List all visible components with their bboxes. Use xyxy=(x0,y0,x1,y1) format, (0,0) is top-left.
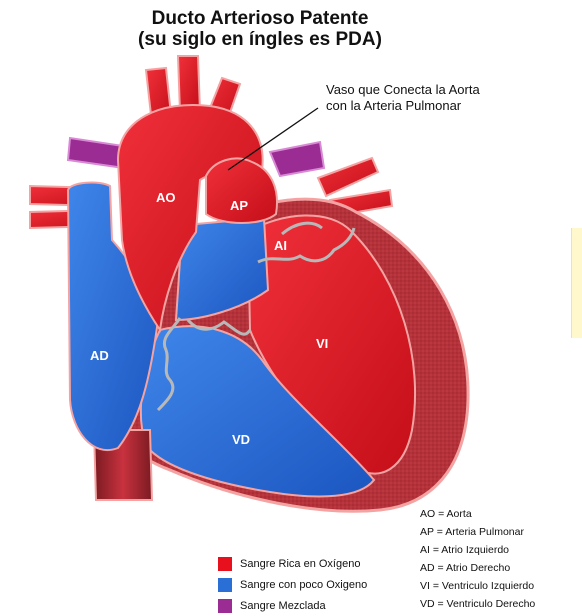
abbr-ao: AO = Aorta xyxy=(420,508,472,520)
label-ap: AP xyxy=(230,198,248,213)
legend-item-mixed: Sangre Mezclada xyxy=(218,595,367,616)
callout-pointer xyxy=(227,107,319,171)
legend-swatch-oxygen-poor xyxy=(218,577,232,592)
legend-swatch-oxygen-rich xyxy=(218,556,232,571)
label-ai: AI xyxy=(274,238,287,253)
color-legend: Sangre Rica en Oxígeno Sangre con poco O… xyxy=(218,553,367,616)
pulmonary-trunk xyxy=(174,216,270,322)
abbr-ap: AP = Arteria Pulmonar xyxy=(420,526,524,538)
legend-item-oxygen-poor: Sangre con poco Oxigeno xyxy=(218,574,367,595)
title-line-1: Ducto Arterioso Patente xyxy=(151,8,369,29)
callout-text: Vaso que Conecta la Aorta con la Arteria… xyxy=(326,82,480,114)
legend-label-oxygen-poor: Sangre con poco Oxigeno xyxy=(240,578,368,591)
legend-label-mixed: Sangre Mezclada xyxy=(240,599,326,612)
abbreviation-key: AO = Aorta AP = Arteria Pulmonar AI = At… xyxy=(420,505,535,613)
label-vi: VI xyxy=(316,336,328,351)
label-vd: VD xyxy=(232,432,250,447)
label-ao: AO xyxy=(156,190,176,205)
abbr-vd: VD = Ventriculo Derecho xyxy=(420,598,536,610)
right-atrium xyxy=(66,181,160,451)
title-line-2: (su siglo en íngles es PDA) xyxy=(138,29,382,50)
pulmonary-artery xyxy=(205,157,278,224)
abbr-vi: VI = Ventriculo Izquierdo xyxy=(420,580,535,592)
legend-item-oxygen-rich: Sangre Rica en Oxígeno xyxy=(218,553,367,574)
label-ad: AD xyxy=(90,348,109,363)
abbr-ad: AD = Atrio Derecho xyxy=(420,562,511,574)
abbr-ai: AI = Atrio Izquierdo xyxy=(420,544,510,556)
heart-valves xyxy=(156,221,356,412)
callout-line-1: Vaso que Conecta la Aorta xyxy=(326,82,480,97)
callout-line-2: con la Arteria Pulmonar xyxy=(326,98,462,113)
diagram-title: Ducto Arterioso Patente (su siglo en íng… xyxy=(0,8,520,50)
legend-swatch-mixed xyxy=(218,598,232,613)
legend-label-oxygen-rich: Sangre Rica en Oxígeno xyxy=(240,557,361,570)
side-note-box xyxy=(571,228,582,338)
